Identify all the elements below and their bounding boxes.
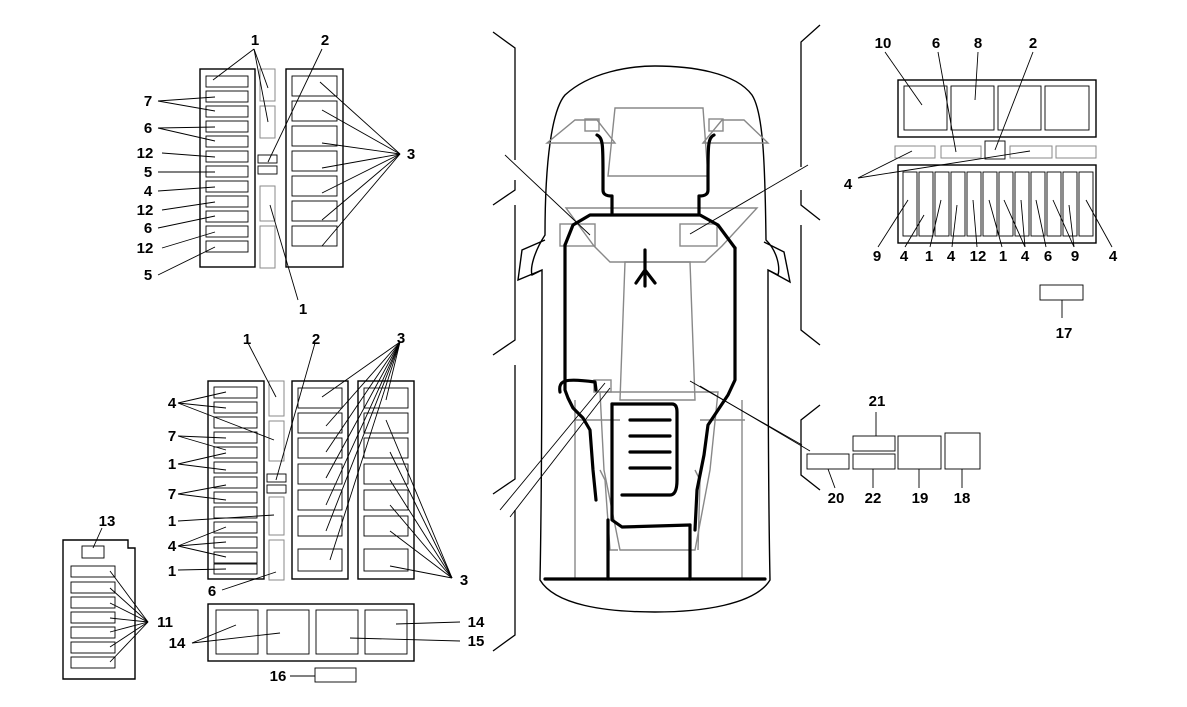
callout-label: 4 (947, 248, 956, 265)
rear-relay-column-a (297, 387, 343, 572)
front-relay-column (291, 75, 338, 247)
callout-label: 3 (397, 330, 405, 347)
callout-label: 12 (137, 240, 154, 257)
car-top-view (517, 65, 791, 613)
callout-label: 1 (168, 513, 176, 530)
callout-label: 4 (900, 248, 909, 265)
callout-label: 4 (144, 183, 153, 200)
callout-label: 1 (168, 456, 176, 473)
callout-label: 19 (912, 490, 929, 507)
view-separators (492, 24, 821, 652)
callout-label: 6 (1044, 248, 1052, 265)
callout-label: 4 (168, 538, 177, 555)
callout-label: 1 (925, 248, 933, 265)
front-middle-strip (257, 68, 278, 269)
callout-label: 13 (99, 513, 116, 530)
callout-label: 6 (144, 120, 152, 137)
location-leader-lines (499, 154, 811, 518)
callout-label: 6 (932, 35, 940, 52)
auxiliary-fuse-box: 13 11 (62, 513, 173, 680)
callout-label: 5 (144, 267, 152, 284)
callout-label: 1 (168, 563, 176, 580)
callout-label: 2 (1029, 35, 1037, 52)
callout-label: 3 (407, 146, 415, 163)
dashboard-box-leader-lines (857, 51, 1113, 248)
callout-label: 15 (468, 633, 485, 650)
harness-right-long (693, 246, 737, 532)
callout-label: 22 (865, 490, 882, 507)
callout-label: 7 (144, 93, 152, 110)
callout-label: 1 (251, 32, 259, 49)
battery-relay-box: 14 15 14 16 (169, 603, 485, 685)
callout-label: 9 (1071, 248, 1079, 265)
callout-label: 20 (828, 490, 845, 507)
front-box-leader-lines (157, 48, 401, 301)
dashboard-fuse-box: 10 6 8 2 4 9 4 1 4 12 1 4 6 9 4 17 (844, 35, 1118, 342)
callout-label: 12 (137, 202, 154, 219)
front-fuse-box: 1 2 7 6 12 5 4 12 6 12 5 3 1 (137, 32, 416, 318)
harness-front-right (697, 133, 716, 215)
callout-label: 5 (144, 164, 152, 181)
harness-front-left (595, 133, 614, 215)
callout-label: 4 (1021, 248, 1030, 265)
callout-label: 14 (468, 614, 485, 631)
harness-main-cross (563, 213, 737, 250)
front-box-callouts: 1 2 7 6 12 5 4 12 6 12 5 3 1 (137, 32, 416, 318)
callout-label: 2 (312, 331, 320, 348)
callout-label: 14 (169, 635, 186, 652)
callout-label: 1 (299, 301, 307, 318)
wiring-harness (543, 133, 767, 581)
callout-label: 17 (1056, 325, 1073, 342)
callout-label: 2 (321, 32, 329, 49)
rear-relay-column-b (363, 387, 409, 572)
harness-left-long (563, 243, 598, 502)
callout-label: 9 (873, 248, 881, 265)
rear-fuse-column (213, 386, 258, 575)
callout-label: 4 (844, 176, 853, 193)
car-body-outline (530, 65, 780, 613)
rear-fuse-box: 1 2 3 4 7 1 7 1 4 1 6 3 (168, 330, 468, 600)
callout-label: 10 (875, 35, 892, 52)
callout-label: 11 (157, 614, 173, 631)
rear-box-leader-lines (177, 341, 453, 591)
callout-label: 21 (869, 393, 886, 410)
rear-middle-strip (266, 380, 287, 581)
callout-label: 1 (999, 248, 1007, 265)
callout-label: 6 (144, 220, 152, 237)
front-fuse-column (205, 75, 249, 253)
callout-label: 1 (243, 331, 251, 348)
callout-label: 12 (970, 248, 987, 265)
dashboard-box-callouts: 10 6 8 2 4 9 4 1 4 12 1 4 6 9 4 (844, 35, 1118, 265)
callout-label: 3 (460, 572, 468, 589)
callout-label: 18 (954, 490, 971, 507)
callout-label: 4 (1109, 248, 1118, 265)
callout-label: 12 (137, 145, 154, 162)
rear-box-callouts: 1 2 3 4 7 1 7 1 4 1 6 3 (168, 330, 468, 600)
callout-label: 7 (168, 428, 176, 445)
callout-label: 16 (270, 668, 287, 685)
callout-label: 6 (208, 583, 216, 600)
callout-label: 7 (168, 486, 176, 503)
callout-label: 4 (168, 395, 177, 412)
callout-label: 8 (974, 35, 982, 52)
engine-bay-components: 21 20 22 19 18 (806, 393, 981, 507)
